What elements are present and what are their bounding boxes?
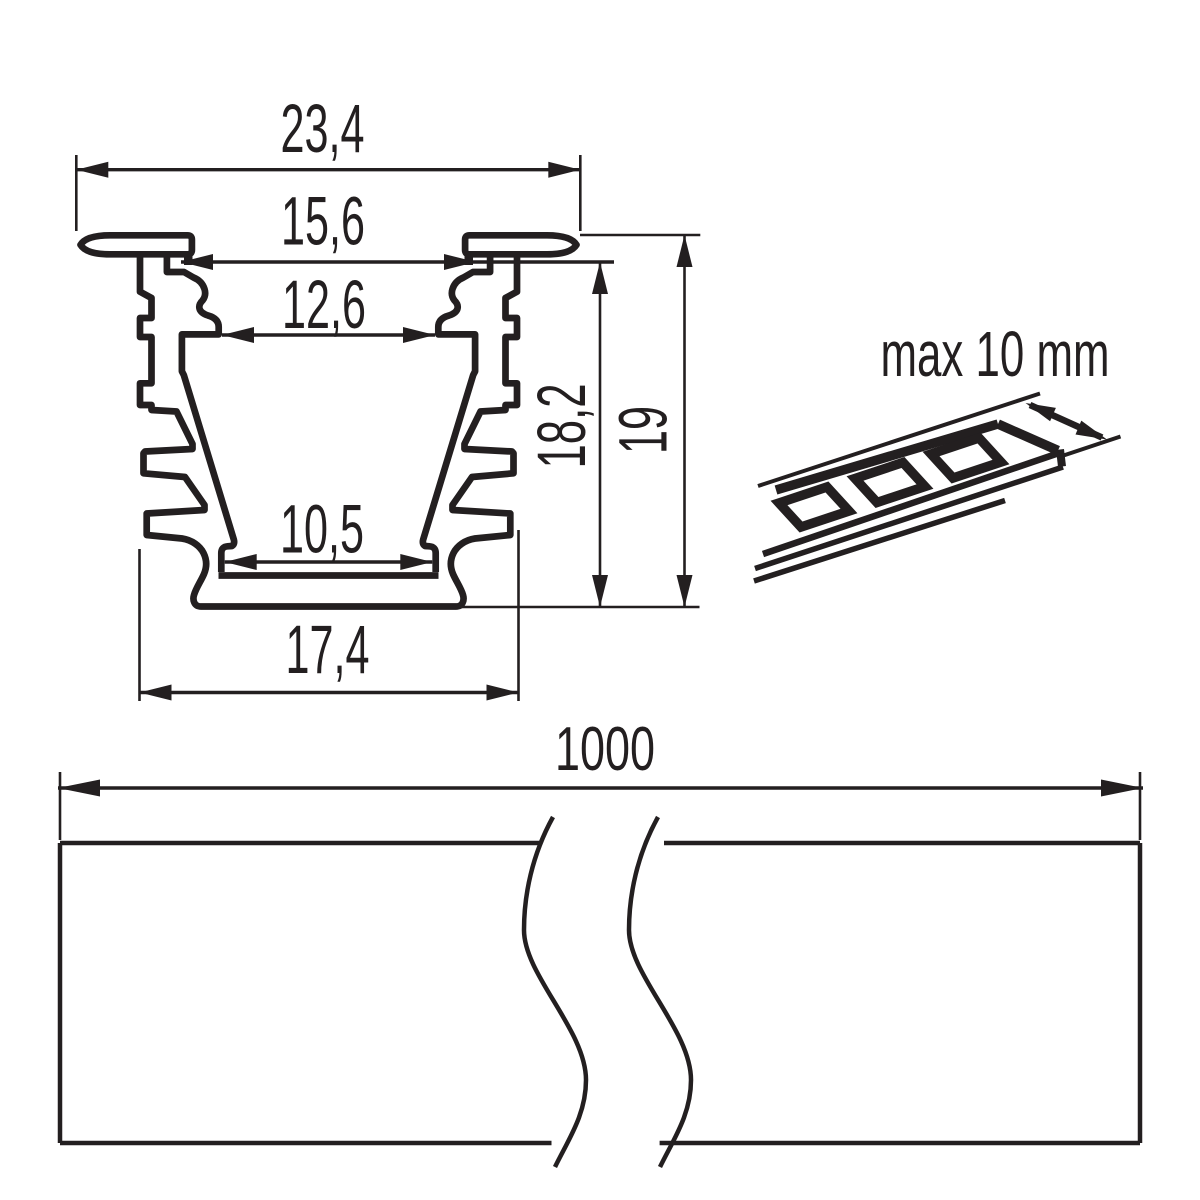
- svg-text:10,5: 10,5: [280, 491, 364, 568]
- svg-text:max 10 mm: max 10 mm: [881, 318, 1110, 390]
- svg-text:18,2: 18,2: [523, 384, 600, 469]
- svg-text:19: 19: [604, 406, 681, 454]
- svg-text:17,4: 17,4: [286, 611, 370, 688]
- svg-text:1000: 1000: [555, 715, 655, 784]
- svg-text:12,6: 12,6: [282, 266, 366, 343]
- svg-text:23,4: 23,4: [281, 90, 365, 167]
- svg-text:15,6: 15,6: [281, 183, 365, 260]
